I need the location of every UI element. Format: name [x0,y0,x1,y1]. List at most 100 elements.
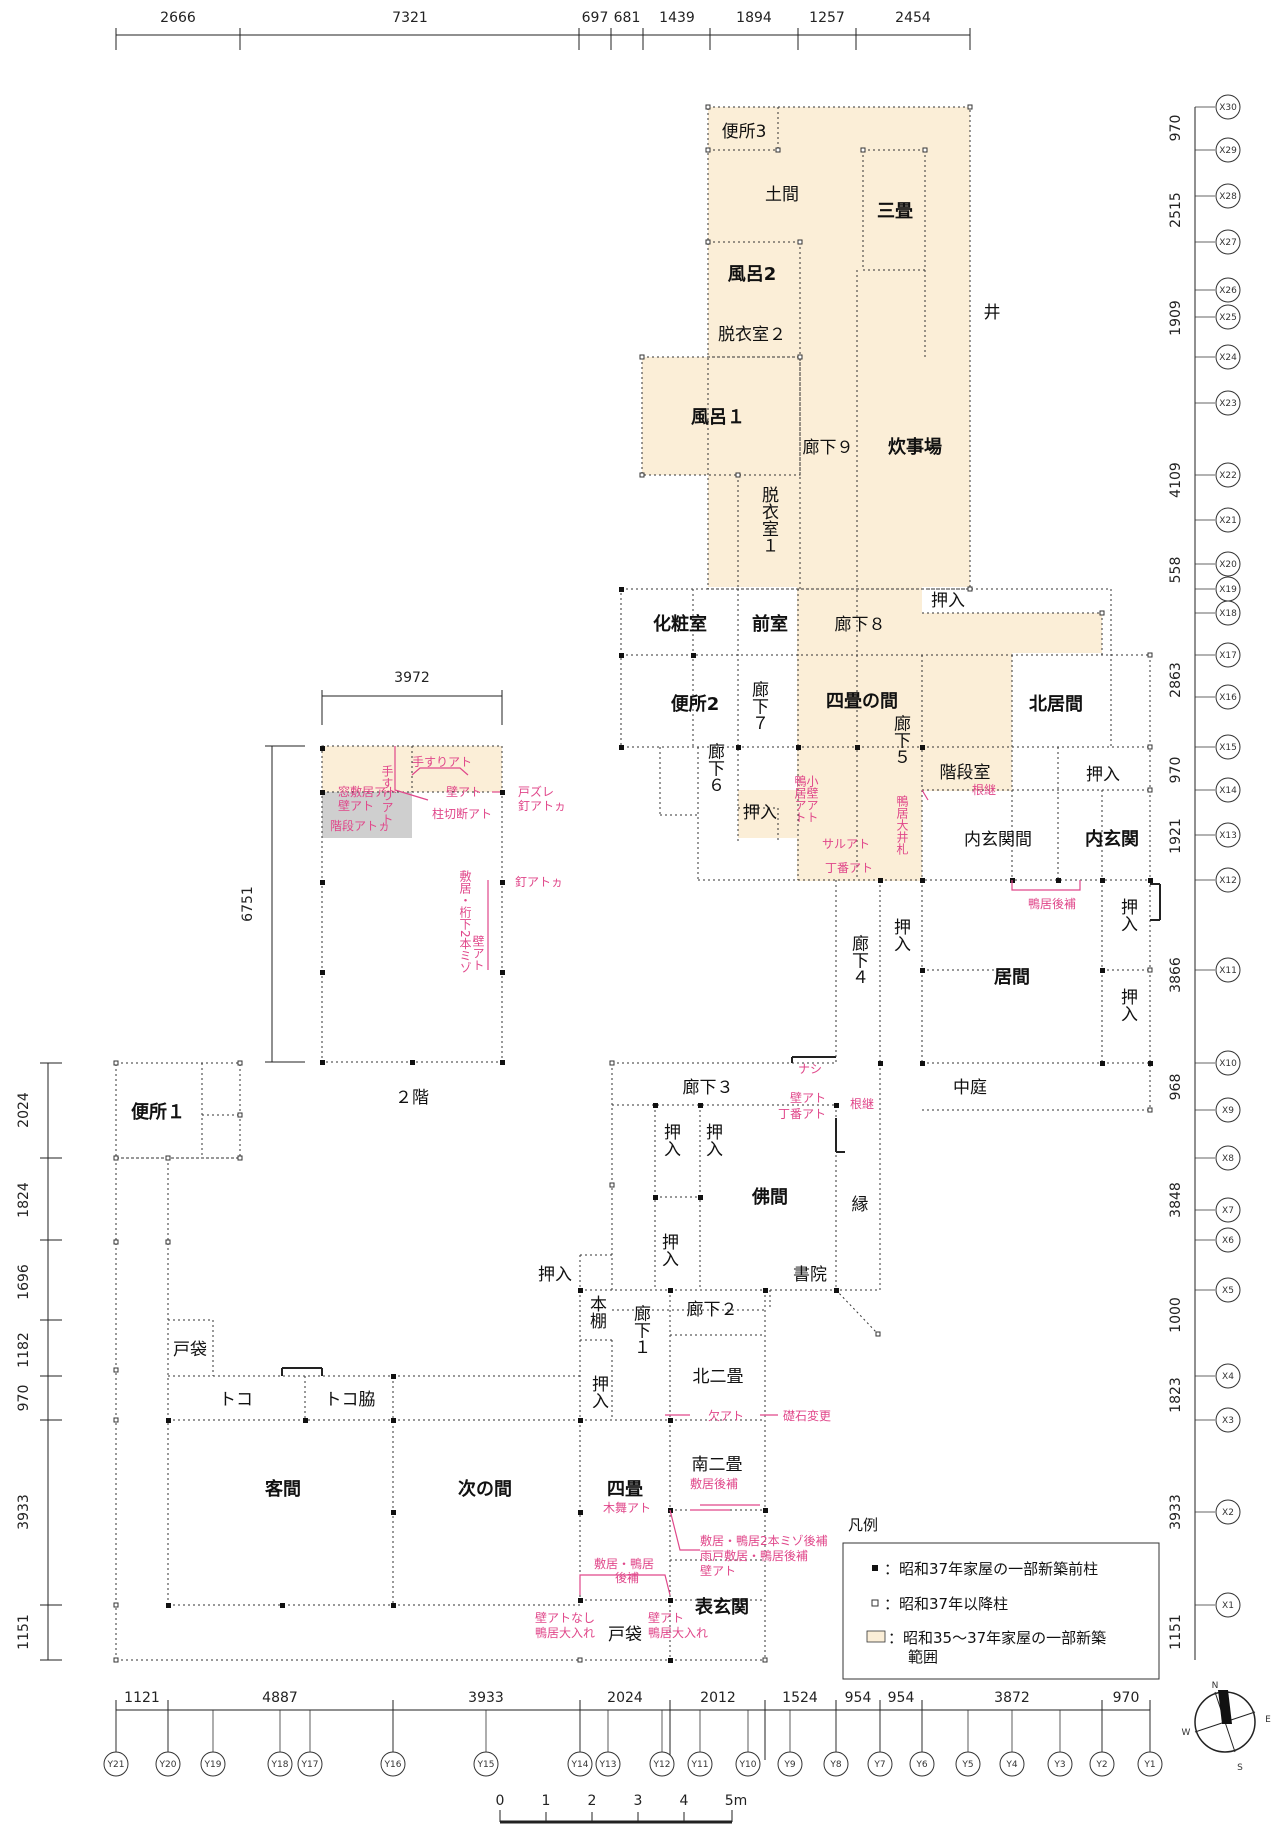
grid-label: X15 [1219,743,1237,753]
annotation: 敷居後補 [690,1476,738,1491]
grid-bubble [380,1751,406,1777]
grid-label: X21 [1219,516,1237,526]
room-yojo: 四畳の間 [826,691,898,712]
room-furo1: 風呂１ [691,407,745,428]
room-datsui2: 脱衣室２ [718,325,786,345]
second-floor-plan: 3972 6751 ２階 [240,670,503,1108]
grid-label: Y19 [204,1760,222,1770]
scale-1: 1 [542,1793,551,1809]
annotation: 鴨居後補 [1028,897,1076,911]
grid-bubble [155,1751,181,1777]
room-roka9: 廊下９ [803,438,854,458]
legend-item-1: ：昭和37年家屋の一部新築前柱 [884,1560,1098,1578]
dim-right-15: 1151 [1168,1614,1184,1650]
dim-bottom-8: 954 [888,1690,915,1706]
dim-bottom-9: 3872 [994,1690,1030,1706]
dim-bottom-7: 954 [845,1690,872,1706]
room-benjo1: 便所１ [131,1101,185,1123]
grid-label: X29 [1219,146,1237,156]
legend-marker-existing [872,1565,878,1571]
grid-label: X17 [1219,651,1237,661]
room-ima: 居間 [994,967,1030,988]
compass-w: W [1182,1728,1191,1738]
right-dimension-line: 970 2515 1909 4109 558 2863 970 1921 386… [1168,107,1196,1660]
room-roka4: 廊下４ [848,934,869,985]
grid-label: X28 [1219,192,1237,202]
grid-label: X26 [1219,286,1237,296]
dim-right-6: 2863 [1168,662,1184,698]
dim-right-2: 2515 [1168,192,1184,228]
room-tsuginoma: 次の間 [458,1478,512,1500]
annotation: 手すりアト [380,765,394,825]
annotation: 壁アト [471,934,485,971]
grid-bubble [297,1751,323,1777]
room-oshi-f: 押入 [1117,988,1138,1022]
grid-bubble [909,1751,935,1777]
grid-bubble [1215,957,1241,983]
room-oshi-g: 押入 [660,1123,681,1157]
room-suijiba: 炊事場 [888,436,942,458]
grid-label: X18 [1219,609,1237,619]
dim-left-3: 1696 [16,1264,32,1300]
compass-e: E [1265,1715,1271,1725]
grid-bubble [1215,507,1241,533]
grid-bubble [1215,390,1241,416]
room-roka8: 廊下８ [835,615,886,635]
grid-label: X12 [1219,876,1237,886]
posts-later [113,104,1153,1663]
left-dimension-line: 2024 1824 1696 1182 970 3933 1151 [16,1062,62,1661]
grid-label: X16 [1219,693,1237,703]
room-nakaniwa: 中庭 [953,1078,987,1098]
legend-item-2: ：昭和37年以降柱 [884,1595,1008,1613]
grid-bubble [1215,734,1241,760]
dim-top-4: 681 [614,10,641,26]
grid-label: X3 [1222,1416,1234,1426]
top-dimension-line: 2666 7321 697 681 1439 1894 1257 2454 [115,10,971,50]
room-doma: 土間 [765,185,799,205]
grid-label: Y10 [739,1760,757,1770]
bottom-dimension-line: 1121 4887 3933 2024 2012 1524 954 954 38… [115,1690,1151,1760]
grid-label: X5 [1222,1286,1234,1296]
dim-right-12: 1000 [1168,1297,1184,1333]
legend-marker-new-area [866,1630,886,1643]
room-oshi-k: 押入 [588,1375,609,1409]
grid-label: X4 [1222,1372,1234,1382]
room-butsuma: 佛間 [751,1186,788,1208]
annotation: 雨戸敷居・鴨居後補 [700,1548,808,1563]
room-minaminijo: 南二畳 [692,1455,743,1475]
room-shoin: 書院 [793,1265,827,1285]
scale-2: 2 [588,1793,597,1809]
dim-top-5: 1439 [659,10,695,26]
grid-bubble [103,1751,129,1777]
grid-bubble [955,1751,981,1777]
dim-right-1: 970 [1168,115,1184,142]
wall-lines [115,106,1151,1661]
grid-bubble [867,1751,893,1777]
annotation: 手すりアト [412,755,472,769]
scale-5: 5m [725,1793,748,1809]
scale-4: 4 [680,1793,689,1809]
annotation: 壁アトなし [535,1610,595,1625]
grid-bubble [1215,277,1241,303]
grid-label: Y17 [301,1760,319,1770]
grid-bubble [1215,551,1241,577]
room-oshi-i: 押入 [658,1233,679,1267]
grid-bubble [1215,867,1241,893]
grid-label: X13 [1219,831,1237,841]
grid-bubble [1215,94,1241,120]
annotation: 丁番アト [825,861,873,875]
grid-label: X23 [1219,399,1237,409]
grid-label: Y4 [1005,1760,1017,1770]
grid-bubble [1047,1751,1073,1777]
grid-label: Y21 [107,1760,125,1770]
annotation: 戸ズレ [518,784,554,799]
room-labels: 便所3 土間 三畳 風呂2 脱衣室２ 風呂１ 廊下９ 炊事場 脱衣室１ 化粧室 … [131,122,1139,1645]
dim-right-8: 1921 [1168,818,1184,854]
dim-second-floor-height: 6751 [240,886,256,922]
grid-bubble [1215,684,1241,710]
legend-title: 凡例 [848,1516,878,1534]
scale-bar: 0 1 2 3 4 5m [496,1793,748,1824]
grid-label: Y8 [829,1760,841,1770]
room-roka5: 廊下５ [890,714,911,765]
annotation: 釘アトヵ [518,798,566,813]
